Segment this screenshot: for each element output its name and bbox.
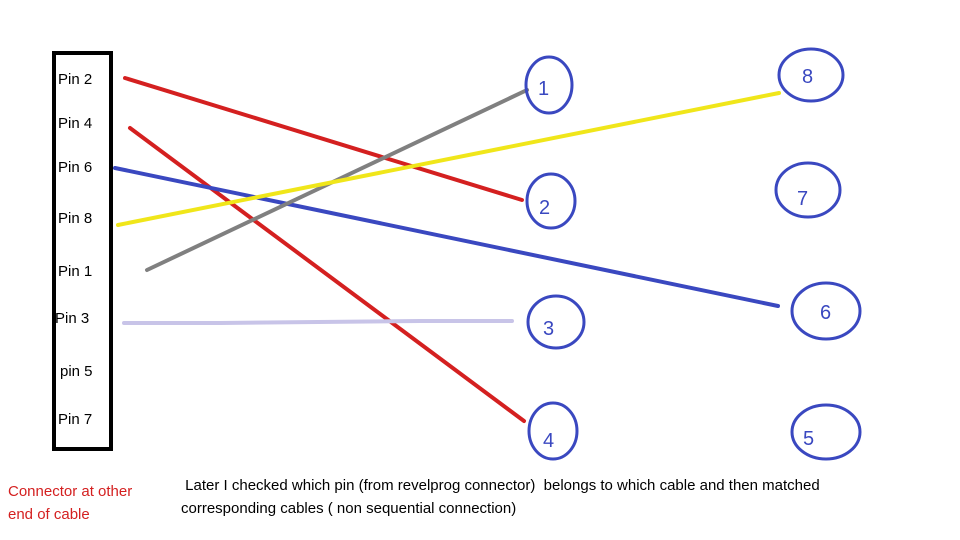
wire-pin4-to-4 (128, 126, 526, 423)
pin-label: Pin 8 (58, 210, 93, 227)
wire-pin2-to-2 (123, 76, 524, 202)
node-circle-4 (527, 401, 579, 461)
node-circle-7 (774, 161, 842, 219)
wire-pin8-to-8 (116, 91, 781, 227)
connector-caption: Connector at other end of cable (8, 480, 132, 526)
pin-label: Pin 2 (58, 71, 93, 88)
node-label-4: 4 (543, 430, 554, 452)
node-label-6: 6 (820, 302, 831, 324)
explanation-line1: Later I checked which pin (from revelpro… (181, 477, 820, 494)
pin-label: Pin 7 (58, 411, 93, 428)
node-circle-2 (525, 172, 577, 230)
pin-label: Pin 4 (58, 115, 93, 132)
node-circle-5 (790, 403, 862, 461)
connector-caption-line1: Connector at other (8, 483, 133, 500)
node-circle-1 (524, 55, 574, 115)
pin-label: Pin 3 (55, 310, 90, 327)
node-label-7: 7 (797, 188, 808, 210)
node-label-1: 1 (538, 78, 549, 100)
node-label-3: 3 (543, 318, 554, 340)
node-label-8: 8 (802, 66, 813, 88)
connector-box (52, 51, 113, 451)
node-circle-8 (777, 47, 845, 103)
node-circle-6 (790, 281, 862, 341)
pin-label: Pin 1 (58, 263, 93, 280)
node-label-2: 2 (539, 197, 550, 219)
connector-caption-line2: end of cable (8, 506, 90, 523)
explanation-note: Later I checked which pin (from revelpro… (181, 474, 820, 520)
explanation-line2: corresponding cables ( non sequential co… (181, 500, 517, 517)
pin-label: Pin 6 (58, 159, 93, 176)
node-label-5: 5 (803, 428, 814, 450)
wire-pin6-to-6 (113, 166, 780, 308)
pin-label: pin 5 (60, 363, 93, 380)
node-circle-3 (526, 294, 586, 350)
wire-pin3-to-3 (122, 319, 514, 325)
